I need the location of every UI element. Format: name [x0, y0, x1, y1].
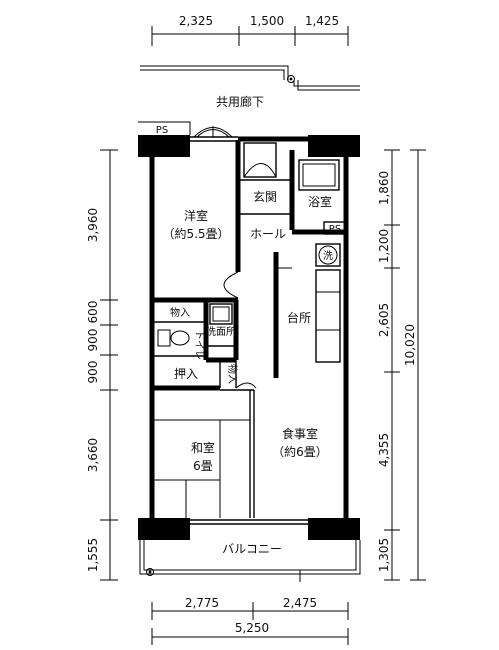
- storage2-label: 物入: [226, 364, 239, 384]
- dim-top-3: 1,425: [305, 14, 339, 28]
- dim-right-3: 2,605: [377, 303, 391, 337]
- corridor-label: 共用廊下: [216, 94, 264, 109]
- dim-bottom-1: 2,775: [185, 596, 219, 610]
- balcony-label: バルコニー: [222, 542, 282, 556]
- ps-top-label: PS: [156, 125, 168, 136]
- toilet-label: トイレ: [193, 330, 204, 360]
- exterior-walls: [138, 135, 360, 540]
- western-size-label: （約5.5畳）: [162, 226, 229, 241]
- dim-left-1: 3,960: [86, 208, 100, 242]
- left-dimension: 3,960 600 900 900 3,660 1,555: [86, 149, 118, 581]
- dim-right-total: 10,020: [403, 324, 417, 366]
- storage1-label: 物入: [170, 306, 190, 319]
- dim-right-2: 1,200: [377, 229, 391, 263]
- dim-left-5: 3,660: [86, 438, 100, 472]
- corridor-railing: 共用廊下: [140, 65, 360, 109]
- dim-left-6: 1,555: [86, 538, 100, 572]
- dim-bottom-2: 2,475: [283, 596, 317, 610]
- dim-right-5: 1,305: [377, 538, 391, 572]
- bottom-dimension: 2,775 2,475 5,250: [151, 596, 349, 645]
- washer-label: 洗: [323, 250, 333, 262]
- dim-left-3: 900: [86, 329, 100, 352]
- bath-label: 浴室: [308, 194, 332, 209]
- oshiire-label: 押入: [174, 367, 198, 381]
- kitchen-label: 台所: [287, 310, 311, 325]
- dim-bottom-total: 5,250: [235, 621, 269, 635]
- dining-label: 食事室: [282, 426, 318, 441]
- balcony: バルコニー: [139, 540, 361, 582]
- room-labels: 玄関 浴室 洋室 （約5.5畳） ホール 台所 物入 洗面所 トイレ 押入 物入…: [162, 189, 332, 473]
- interior-walls: PS 洗: [152, 140, 347, 518]
- dim-left-2: 600: [86, 301, 100, 324]
- dim-right-4: 4,355: [377, 433, 391, 467]
- dim-top-1: 2,325: [179, 14, 213, 28]
- top-dimension: 2,325 1,500 1,425: [151, 14, 349, 46]
- washroom-label: 洗面所: [206, 326, 236, 338]
- dim-right-1: 1,860: [377, 171, 391, 205]
- genkan-label: 玄関: [253, 189, 277, 204]
- right-dimension: 1,860 1,200 2,605 4,355 1,305 10,020: [377, 149, 426, 581]
- dim-left-4: 900: [86, 361, 100, 384]
- dim-top-2: 1,500: [250, 14, 284, 28]
- ps-right-label: PS: [329, 224, 341, 235]
- western-room-label: 洋室: [184, 208, 208, 223]
- japanese-size-label: 6畳: [193, 459, 213, 473]
- ps-top: PS: [138, 121, 233, 138]
- hall-label: ホール: [250, 227, 286, 241]
- dining-size-label: （約6畳）: [272, 444, 328, 459]
- japanese-room-label: 和室: [191, 440, 215, 455]
